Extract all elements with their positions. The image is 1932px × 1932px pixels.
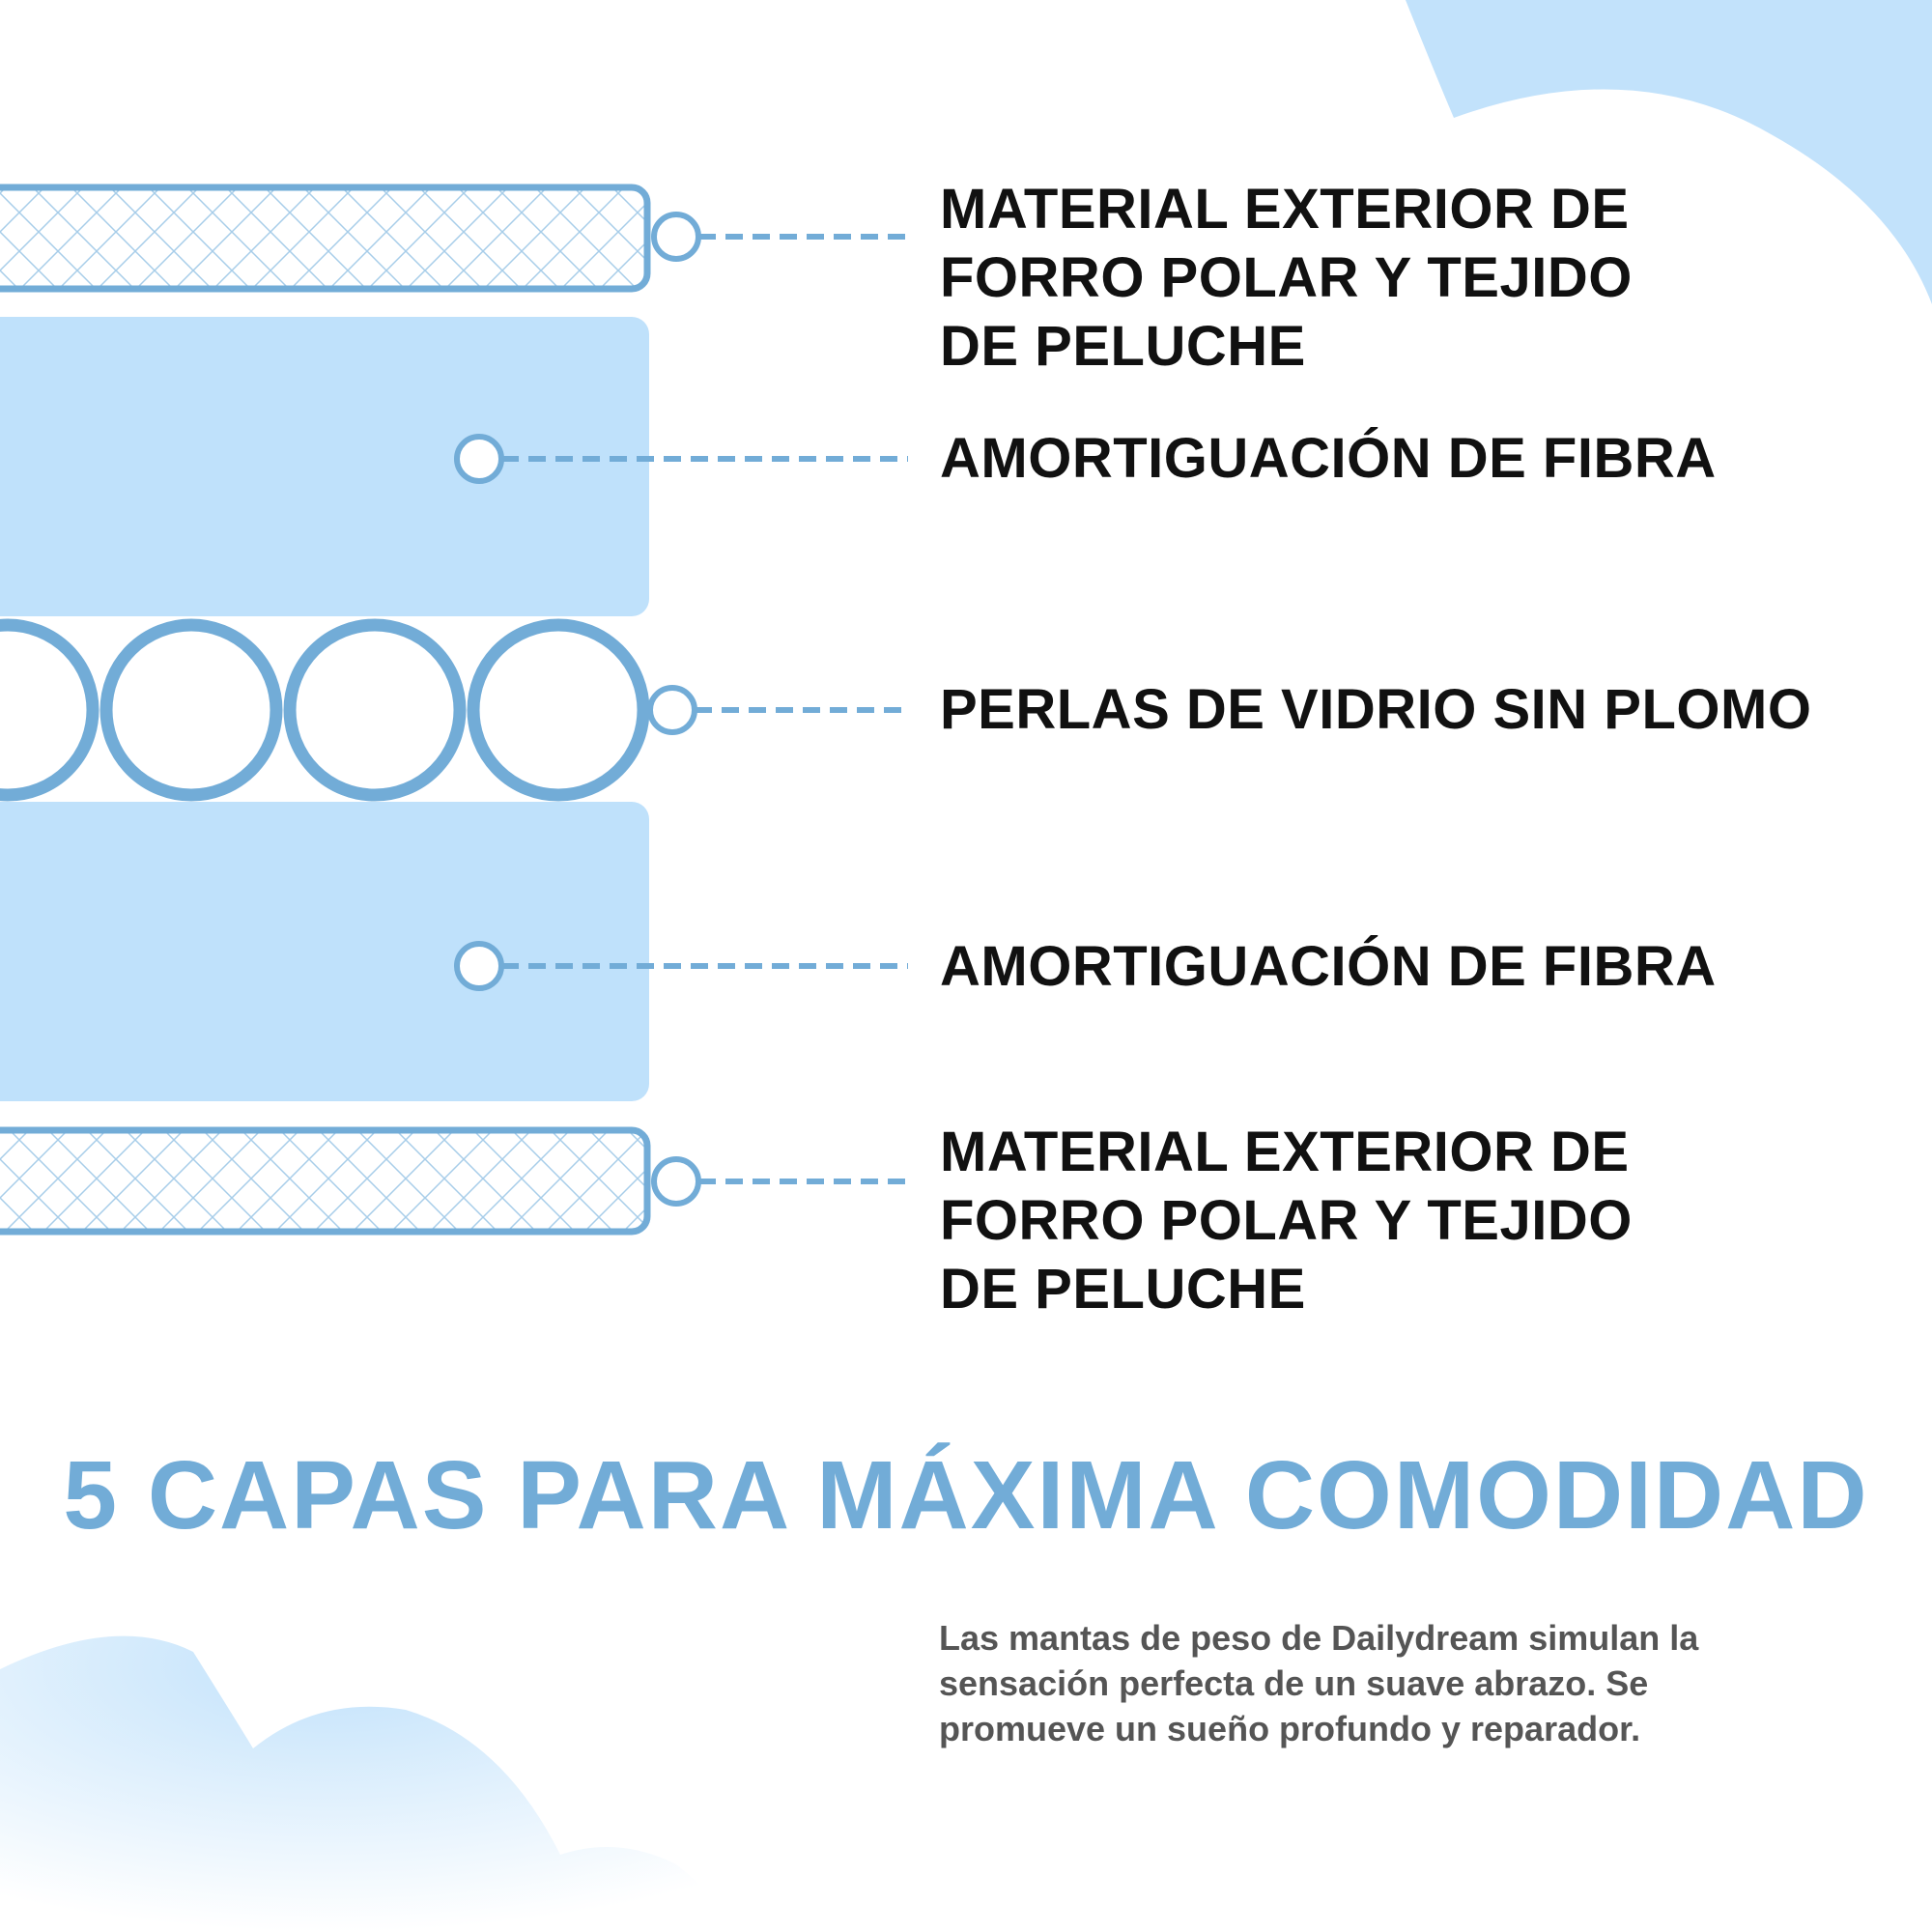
connector-4	[454, 941, 908, 991]
layer-label-outer-fabric-top: MATERIAL EXTERIOR DE FORRO POLAR Y TEJID…	[940, 175, 1633, 381]
fabric-layer-top	[0, 184, 651, 293]
cloud-top-right	[1406, 0, 1932, 304]
glass-bead	[99, 618, 283, 802]
layer-label-fiber-top: AMORTIGUACIÓN DE FIBRA	[940, 424, 1717, 493]
description-line: promueve un sueño profundo y reparador.	[939, 1709, 1641, 1748]
label-line: DE PELUCHE	[940, 315, 1306, 378]
layer-label-outer-fabric-bottom: MATERIAL EXTERIOR DE FORRO POLAR Y TEJID…	[940, 1118, 1633, 1323]
fiber-layer-bottom	[0, 802, 649, 1101]
glass-bead	[0, 618, 99, 802]
label-line: MATERIAL EXTERIOR DE	[940, 1121, 1630, 1183]
cloud-bottom-left	[0, 1635, 734, 1932]
glass-bead-layer	[0, 618, 650, 802]
glass-bead	[283, 618, 467, 802]
headline: 5 CAPAS PARA MÁXIMA COMODIDAD	[63, 1441, 1869, 1549]
description-line: Las mantas de peso de Dailydream simulan…	[939, 1618, 1699, 1658]
label-line: MATERIAL EXTERIOR DE	[940, 178, 1630, 241]
label-line: DE PELUCHE	[940, 1258, 1306, 1321]
layer-label-glass-beads: PERLAS DE VIDRIO SIN PLOMO	[940, 675, 1811, 744]
glass-bead	[467, 618, 650, 802]
label-line: FORRO POLAR Y TEJIDO	[940, 1189, 1633, 1252]
connector-5	[651, 1156, 908, 1207]
description: Las mantas de peso de Dailydream simulan…	[939, 1615, 1866, 1751]
description-line: sensación perfecta de un suave abrazo. S…	[939, 1663, 1649, 1703]
layer-label-fiber-bottom: AMORTIGUACIÓN DE FIBRA	[940, 932, 1717, 1001]
connector-3	[647, 685, 908, 735]
label-line: FORRO POLAR Y TEJIDO	[940, 246, 1633, 309]
connector-2	[454, 434, 908, 484]
label-line: AMORTIGUACIÓN DE FIBRA	[940, 935, 1717, 998]
label-line: AMORTIGUACIÓN DE FIBRA	[940, 427, 1717, 490]
fabric-layer-bottom	[0, 1126, 651, 1236]
label-line: PERLAS DE VIDRIO SIN PLOMO	[940, 678, 1812, 741]
connector-1	[651, 212, 908, 262]
fiber-layer-top	[0, 317, 649, 616]
